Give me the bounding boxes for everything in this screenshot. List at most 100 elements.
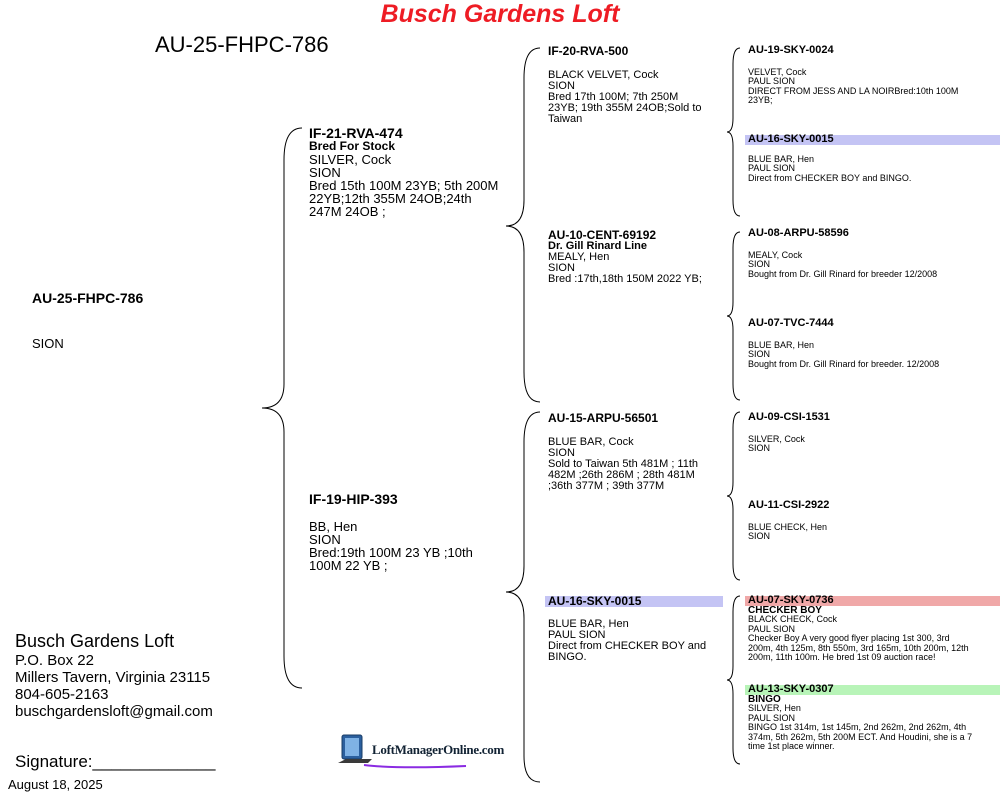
ggp-line: Checker Boy A very good flyer placing 1s… xyxy=(748,633,950,643)
dam-sire-line: ;36th 377M ; 39th 377M xyxy=(548,480,665,492)
contact-address1: P.O. Box 22 xyxy=(15,652,94,669)
ggp-block-8: AU-13-SKY-0307 BINGO SILVER, Hen PAUL SI… xyxy=(745,684,1000,752)
ggp-band-2: AU-16-SKY-0015 xyxy=(745,134,1000,145)
ggp-line: 200m, 4th 125m, 8th 550m, 3rd 165m, 10th… xyxy=(748,642,969,653)
ggp-line: PAUL SION xyxy=(748,623,796,634)
ggp-line: 23YB; xyxy=(748,95,773,105)
ggp-line: BLACK CHECK, Cock xyxy=(748,614,838,624)
sire-sire-line: 23YB; 19th 355M 24OB;Sold to xyxy=(548,102,702,114)
contact-block: Busch Gardens Loft P.O. Box 22 Millers T… xyxy=(15,630,213,720)
dam-spacer xyxy=(309,506,514,520)
contact-address2: Millers Tavern, Virginia 23115 xyxy=(15,669,211,686)
laptop-icon xyxy=(338,734,467,769)
sire-dam-line: Bred :17th,18th 150M 2022 YB; xyxy=(548,273,702,285)
ggp-block-4: AU-07-TVC-7444 BLUE BAR, Hen SION Bought… xyxy=(748,317,998,369)
ggp-line: SION xyxy=(748,349,771,359)
sire-sire-line: Taiwan xyxy=(548,113,583,125)
bracket-gen2-top xyxy=(505,47,541,403)
ggp-band-1: AU-19-SKY-0024 xyxy=(748,44,834,56)
logo-text: LoftManagerOnline.com xyxy=(372,742,504,757)
dam-sire-block: AU-15-ARPU-56501 BLUE BAR, Cock SION Sol… xyxy=(548,411,723,492)
sire-line: SILVER, Cock xyxy=(309,152,392,167)
ggp-subtitle-8: BINGO xyxy=(748,693,781,705)
dam-block: IF-19-HIP-393 BB, Hen SION Bred:19th 100… xyxy=(309,491,514,573)
ggp-band-8: AU-13-SKY-0307 xyxy=(745,684,1000,695)
spacer xyxy=(748,239,998,251)
dam-dam-line: BLUE BAR, Hen xyxy=(548,618,629,630)
ggp-line: BLUE BAR, Hen xyxy=(748,339,815,350)
sire-sire-block: IF-20-RVA-500 BLACK VELVET, Cock SION Br… xyxy=(548,44,723,125)
sire-sire-line: SION xyxy=(548,80,575,92)
ggp-line: BLUE BAR, Hen xyxy=(748,153,815,164)
dam-line: Bred:19th 100M 23 YB ;10th xyxy=(309,545,473,560)
subject-strain: SION xyxy=(32,336,64,351)
ggp-line: MEALY, Cock xyxy=(748,249,803,260)
ggp-line: SILVER, Hen xyxy=(748,703,801,713)
bracket-gen3-4 xyxy=(726,595,741,765)
contact-name: Busch Gardens Loft xyxy=(15,631,175,651)
ggp-line: PAUL SION xyxy=(748,76,796,86)
dam-sire-band: AU-15-ARPU-56501 xyxy=(548,411,659,425)
spacer xyxy=(748,423,998,435)
sire-subtitle: Bred For Stock xyxy=(309,139,396,153)
dam-dam-line: PAUL SION xyxy=(548,629,606,641)
dam-dam-block: AU-16-SKY-0015 BLUE BAR, Hen PAUL SION D… xyxy=(545,595,723,663)
ggp-band-6: AU-11-CSI-2922 xyxy=(748,499,830,511)
sire-line: 247M 24OB ; xyxy=(309,204,386,219)
ggp-block-5: AU-09-CSI-1531 SILVER, Cock SION xyxy=(748,411,998,454)
dam-line: 100M 22 YB ; xyxy=(309,558,388,573)
dam-line: BB, Hen xyxy=(309,519,358,534)
dam-line: SION xyxy=(309,532,341,547)
dam-dam-line: Direct from CHECKER BOY and xyxy=(548,640,707,652)
spacer xyxy=(748,329,998,341)
ggp-band-4: AU-07-TVC-7444 xyxy=(748,317,834,329)
ggp-line: Bought from Dr. Gill Rinard for breeder … xyxy=(748,268,938,279)
ggp-band-7: AU-07-SKY-0736 xyxy=(745,595,1000,606)
bracket-gen2-bottom xyxy=(505,411,541,783)
sire-sire-band: IF-20-RVA-500 xyxy=(548,44,629,58)
print-date: August 18, 2025 xyxy=(8,777,103,792)
ggp-block-6: AU-11-CSI-2922 BLUE CHECK, Hen SION xyxy=(748,499,998,542)
ggp-line: SION xyxy=(748,259,771,269)
sire-line: 22YB;12th 355M 24OB;24th xyxy=(309,191,472,206)
sire-dam-line: MEALY, Hen xyxy=(548,251,610,263)
dam-sire-line: 482M ;26th 286M ; 28th 481M xyxy=(548,469,695,481)
subject-band: AU-25-FHPC-786 xyxy=(32,290,144,306)
ggp-line: 374m, 5th 262m, 5th 200M ECT. And Houdin… xyxy=(748,731,973,742)
ggp-line: SILVER, Cock xyxy=(748,433,805,444)
sire-dam-line: SION xyxy=(548,262,575,274)
contact-phone: 804-605-2163 xyxy=(15,686,109,703)
sire-line: Bred 15th 100M 23YB; 5th 200M xyxy=(309,178,499,193)
ggp-line: Direct from CHECKER BOY and BINGO. xyxy=(748,172,912,183)
dam-band: IF-19-HIP-393 xyxy=(309,491,398,507)
loftmanager-logo[interactable]: LoftManagerOnline.com xyxy=(338,733,504,771)
dam-dam-line: BINGO. xyxy=(548,651,587,663)
ggp-band-5: AU-09-CSI-1531 xyxy=(748,411,830,423)
sire-band: IF-21-RVA-474 xyxy=(309,125,403,141)
sire-sire-line: Bred 17th 100M; 7th 250M xyxy=(548,91,679,103)
dam-sire-line: Sold to Taiwan 5th 481M ; 11th xyxy=(548,458,699,470)
ggp-subtitle-7: CHECKER BOY xyxy=(748,604,822,616)
sire-sire-line: BLACK VELVET, Cock xyxy=(548,69,659,81)
loft-title: Busch Gardens Loft xyxy=(380,0,620,28)
pedigree-id: AU-25-FHPC-786 xyxy=(155,32,329,57)
bracket-gen1 xyxy=(261,127,303,689)
ggp-line: Bought from Dr. Gill Rinard for breeder.… xyxy=(748,358,940,369)
spacer xyxy=(745,145,1000,155)
spacer xyxy=(748,511,998,523)
ggp-line: time 1st place winner. xyxy=(748,741,835,751)
dam-dam-band: AU-16-SKY-0015 xyxy=(545,595,723,607)
ggp-line: SION xyxy=(748,531,771,541)
ggp-line: VELVET, Cock xyxy=(748,66,807,77)
spacer xyxy=(748,56,998,68)
contact-email: buschgardensloft@gmail.com xyxy=(15,703,213,720)
ggp-line: PAUL SION xyxy=(748,163,796,173)
bracket-gen3-1 xyxy=(726,47,741,217)
sire-block: IF-21-RVA-474 Bred For Stock SILVER, Coc… xyxy=(309,125,514,219)
ggp-band-3: AU-08-ARPU-58596 xyxy=(748,227,849,239)
sire-dam-block: AU-10-CENT-69192 Dr. Gill Rinard Line ME… xyxy=(548,229,723,285)
ggp-block-3: AU-08-ARPU-58596 MEALY, Cock SION Bought… xyxy=(748,227,998,279)
dam-sire-line: BLUE BAR, Cock xyxy=(548,436,634,448)
ggp-block-1: AU-19-SKY-0024 VELVET, Cock PAUL SION DI… xyxy=(748,44,998,106)
